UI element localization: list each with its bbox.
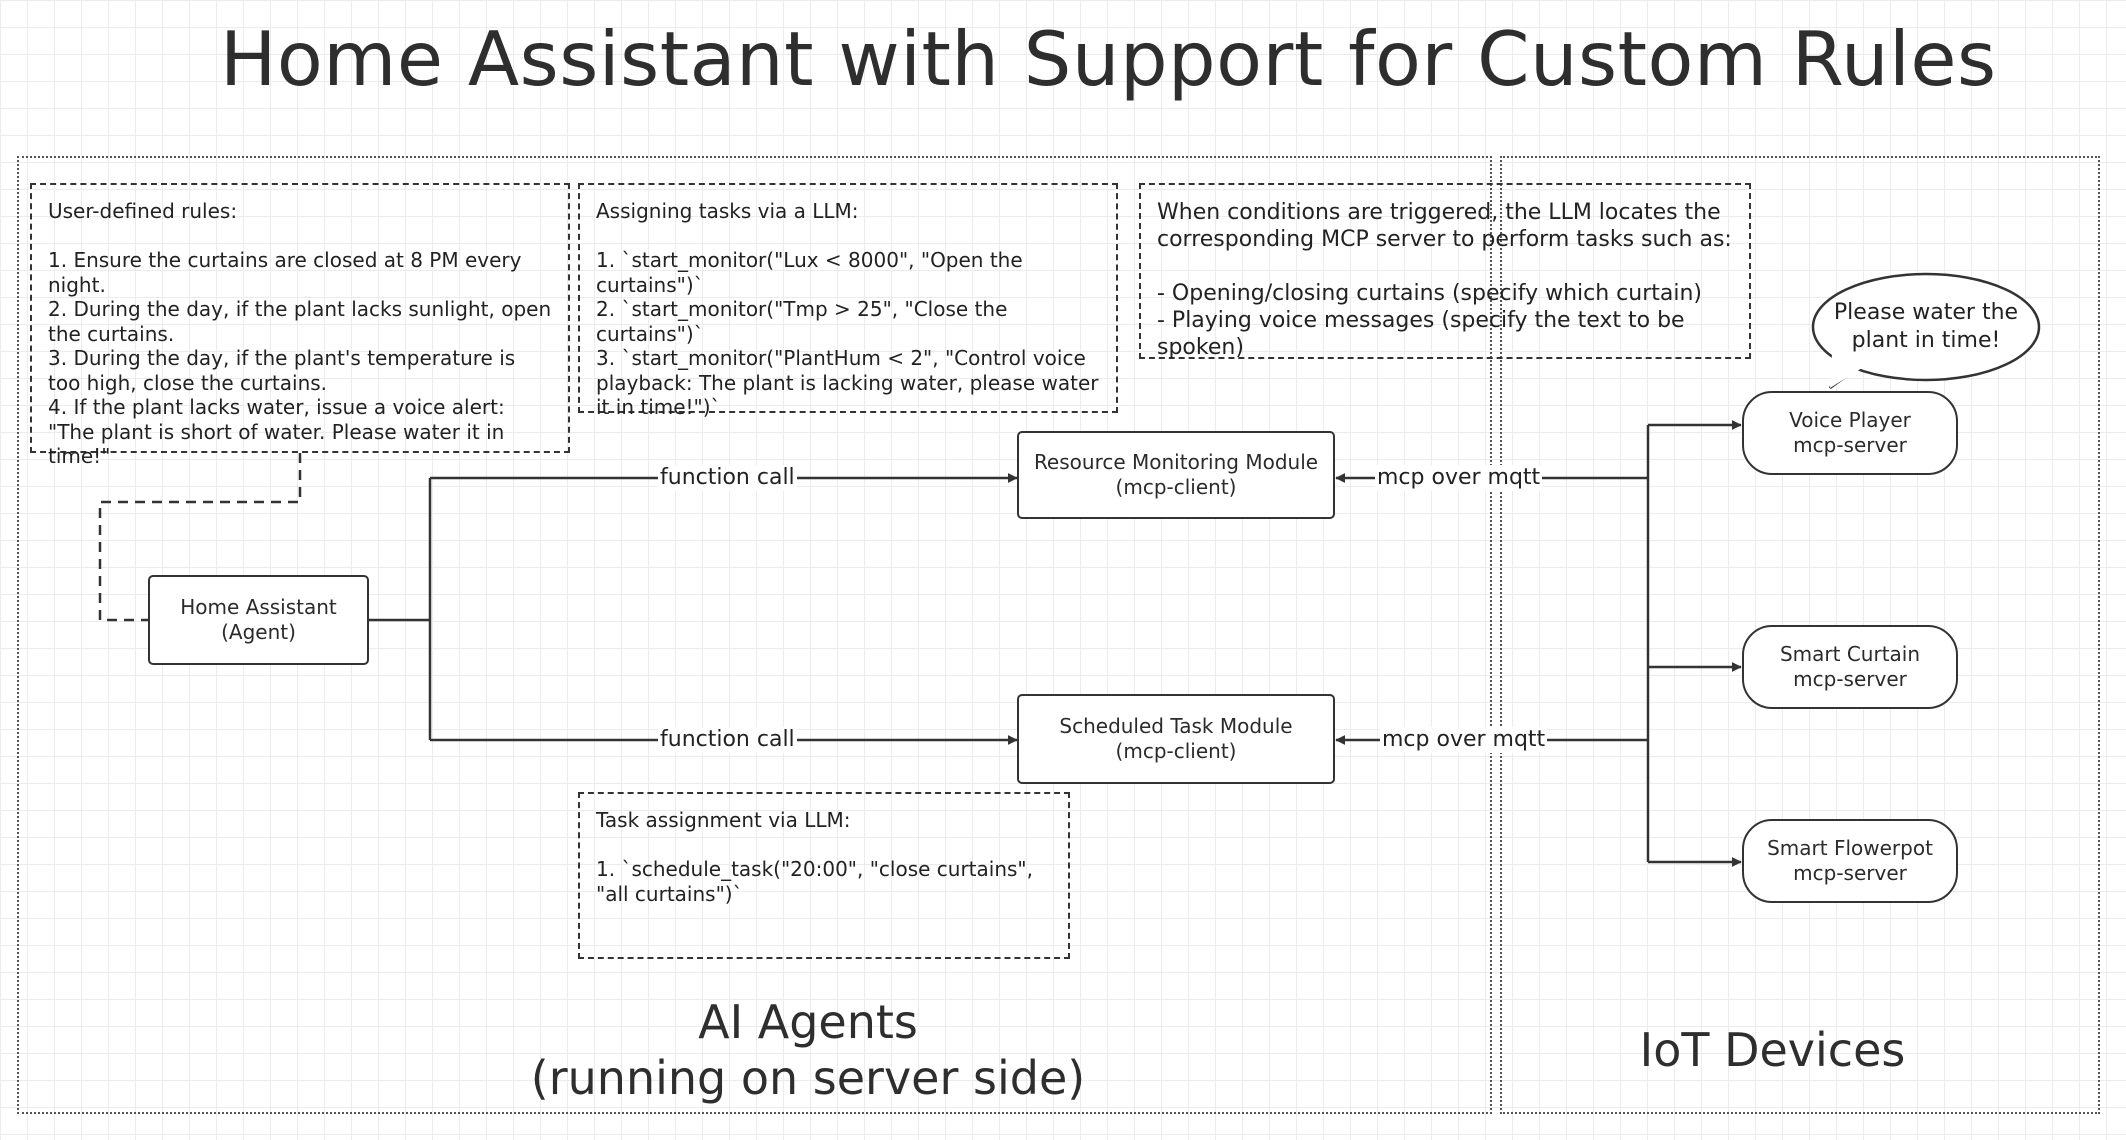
voice-player-title: Voice Player [1789,408,1911,432]
speech-bubble [1811,272,2041,390]
triggered-conditions-note: When conditions are triggered, the LLM l… [1139,183,1751,360]
rules-link-line [98,453,302,622]
resource-monitoring-subtitle: (mcp-client) [1115,475,1237,499]
function-call-bottom-label: function call [658,727,797,753]
mqtt-top-label: mcp over mqtt [1375,465,1543,491]
smart-curtain-title: Smart Curtain [1779,642,1921,666]
resource-monitoring-module-box[interactable]: Resource Monitoring Module (mcp-client) [1017,431,1335,519]
task-assignment-note: Task assignment via LLM: 1. `schedule_ta… [578,792,1070,959]
user-rules-note: User-defined rules: 1. Ensure the curtai… [30,183,570,468]
scheduled-task-module-box[interactable]: Scheduled Task Module (mcp-client) [1017,694,1335,784]
smart-curtain-server-box[interactable]: Smart Curtain mcp-server [1742,625,1958,709]
home-assistant-subtitle: (Agent) [221,620,296,644]
home-assistant-title: Home Assistant [180,595,337,619]
ai-agents-label-line2: (running on server side) [530,1051,1086,1105]
mqtt-bottom-label: mcp over mqtt [1380,727,1548,753]
assigning-tasks-note: Assigning tasks via a LLM: 1. `start_mon… [578,183,1118,419]
ai-agents-section-label: AI Agents (running on server side) [508,994,1108,1106]
smart-flowerpot-title: Smart Flowerpot [1767,836,1933,860]
speech-bubble-line2: plant in time! [1851,328,2001,353]
speech-bubble-text: Please water the plant in time! [1820,299,2032,355]
smart-flowerpot-server-box[interactable]: Smart Flowerpot mcp-server [1742,819,1958,903]
resource-monitoring-title: Resource Monitoring Module [1033,450,1319,474]
scheduled-task-subtitle: (mcp-client) [1115,739,1237,763]
iot-devices-frame [1500,156,2100,1114]
smart-flowerpot-subtitle: mcp-server [1793,861,1907,885]
voice-player-server-box[interactable]: Voice Player mcp-server [1742,391,1958,475]
function-call-top-label: function call [658,465,797,491]
page-title: Home Assistant with Support for Custom R… [220,15,1997,103]
ai-agents-frame [17,156,1492,1114]
scheduled-task-title: Scheduled Task Module [1059,714,1293,738]
speech-bubble-line1: Please water the [1833,300,2019,325]
home-assistant-agent-box[interactable]: Home Assistant (Agent) [148,575,369,665]
voice-player-subtitle: mcp-server [1793,433,1907,457]
iot-devices-section-label: IoT Devices [1639,1023,1906,1077]
ai-agents-label-line1: AI Agents [698,995,918,1049]
smart-curtain-subtitle: mcp-server [1793,667,1907,691]
